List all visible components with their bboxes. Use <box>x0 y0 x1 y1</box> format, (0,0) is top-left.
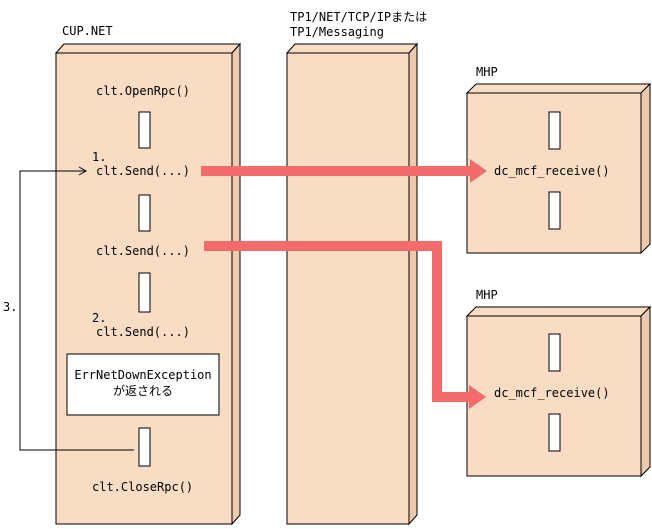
network-column-box <box>285 42 419 526</box>
server-process-bar <box>548 191 561 230</box>
server-bottom-receive-call: dc_mcf_receive() <box>494 386 610 400</box>
send2-call: clt.Send(...) <box>96 325 190 339</box>
client-process-bar <box>138 427 151 467</box>
exception-name: ErrNetDownException <box>74 368 212 382</box>
network-column-title-line1: TP1/NET/TCP/IPまたは <box>290 10 428 24</box>
exception-box <box>66 353 220 416</box>
send-arrow-to-top-server <box>201 159 487 183</box>
server-top-title: MHP <box>476 65 498 79</box>
send-arrow-to-bottom-server <box>204 241 486 409</box>
exception-description: が返される <box>112 384 173 398</box>
send1-step-number: 1. <box>92 150 107 164</box>
close-rpc-call: clt.CloseRpc() <box>92 480 194 494</box>
retry-step-label: 3. <box>3 300 18 314</box>
open-rpc-call: clt.OpenRpc() <box>96 84 190 98</box>
retry-loop-arrow <box>19 166 134 451</box>
client-column-title: CUP.NET <box>62 24 113 38</box>
client-process-bar <box>138 111 151 149</box>
server-top-receive-call: dc_mcf_receive() <box>494 164 610 178</box>
send2-step-number: 2. <box>92 311 107 325</box>
client-process-bar <box>138 272 151 313</box>
server-process-bar <box>548 333 561 372</box>
send1-call: clt.Send(...) <box>96 164 190 178</box>
client-process-bar <box>138 194 151 232</box>
server-process-bar <box>548 111 561 150</box>
send-mid-call: clt.Send(...) <box>96 244 190 258</box>
server-process-bar <box>548 413 561 452</box>
server-bottom-title: MHP <box>476 288 498 302</box>
network-column-title-line2: TP1/Messaging <box>290 25 384 39</box>
